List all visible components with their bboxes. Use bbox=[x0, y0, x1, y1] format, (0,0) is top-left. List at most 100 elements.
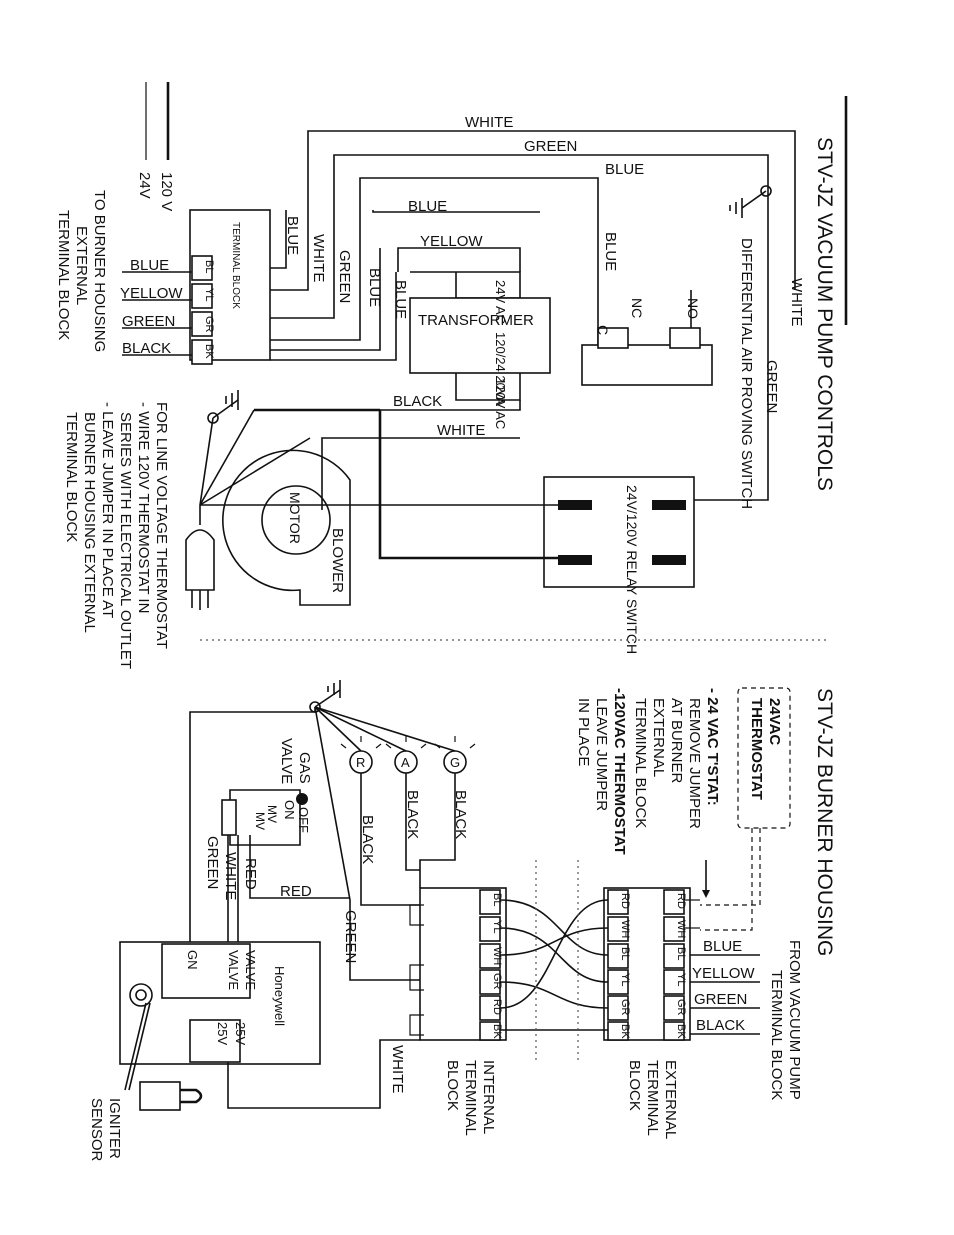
from-wire-blue: BLUE bbox=[703, 938, 742, 955]
thermostat-label-2: THERMOSTAT bbox=[748, 698, 765, 800]
tb-term-bk: BK bbox=[203, 344, 215, 359]
tb-wire-blue: BLUE bbox=[284, 216, 301, 255]
label-white-transformer: WHITE bbox=[437, 422, 485, 439]
switch-no: NO bbox=[685, 298, 701, 319]
burner-note-5: TERMINAL BLOCK bbox=[632, 698, 649, 828]
label-black-2: BLACK bbox=[404, 790, 421, 839]
terminal-block-title: TERMINAL BLOCK bbox=[230, 222, 241, 309]
label-black-3: BLACK bbox=[359, 815, 376, 864]
int-caption-c: BLOCK bbox=[444, 1060, 461, 1111]
valve-off: OFF bbox=[296, 807, 311, 833]
lamp-g-label: G bbox=[450, 755, 460, 770]
igniter-label-1: IGNITER bbox=[106, 1098, 123, 1159]
valve-knob-icon bbox=[296, 793, 308, 805]
indicator-lamps: G A R BLACK BLACK BLACK bbox=[340, 736, 476, 906]
ext-wire-black: BLACK bbox=[122, 340, 171, 357]
ground-terminal-icon bbox=[760, 185, 772, 197]
legend-120v: 120 V bbox=[158, 172, 175, 211]
ext-caption-3: TERMINAL BLOCK bbox=[55, 210, 72, 340]
ext-term-wh: WH bbox=[675, 920, 687, 938]
vacuum-terminal-block: TERMINAL BLOCK BLUE WHITE GREEN BLUE BLU… bbox=[55, 190, 409, 365]
from-wire-yellow: YELLOW bbox=[692, 965, 755, 982]
valve-mv2: MV bbox=[253, 812, 267, 830]
label-black: BLACK bbox=[393, 393, 442, 410]
int-term-gr: GR bbox=[491, 973, 503, 990]
ext-wire-green: GREEN bbox=[122, 313, 175, 330]
label-blue-mid: BLUE bbox=[408, 198, 447, 215]
note-2: - WIRE 120V THERMOSTAT IN bbox=[135, 402, 152, 613]
from-caption-2: TERMINAL BLOCK bbox=[768, 970, 785, 1100]
tb-wire-blue3: BLUE bbox=[392, 280, 409, 319]
hw-gn: GN bbox=[185, 950, 200, 970]
int-caption-b: TERMINAL bbox=[462, 1060, 479, 1136]
ext-term-left-gr: GR bbox=[619, 999, 631, 1016]
label-white-top: WHITE bbox=[465, 114, 513, 131]
interconnect-wires bbox=[499, 860, 700, 1060]
burner-note-6: -120VAC THERMOSTAT bbox=[611, 688, 628, 855]
relay-switch: 24V/120V RELAY SWITCH bbox=[254, 400, 695, 654]
label-blue-switch: BLUE bbox=[602, 232, 619, 271]
switch-label: DIFFERENTIAL AIR PROVING SWITCH bbox=[738, 238, 755, 509]
thermostat-label-1: 24VAC bbox=[766, 698, 783, 745]
switch-nc: NC bbox=[629, 298, 645, 318]
igniter-terminal-icon bbox=[129, 983, 153, 1007]
label-red-valve: RED bbox=[242, 858, 259, 890]
igniter-label-2: SENSOR bbox=[88, 1098, 105, 1162]
burner-note-8: IN PLACE bbox=[575, 698, 592, 766]
igniter-sensor: IGNITER SENSOR bbox=[88, 1081, 203, 1162]
ext-caption-b: TERMINAL bbox=[644, 1060, 661, 1136]
switch-c: C bbox=[595, 325, 611, 335]
ext-wire-blue: BLUE bbox=[130, 257, 169, 274]
int-term-yl: YL bbox=[491, 920, 503, 933]
internal-terminal-block: BL YL WH GR RD BK INTERNAL TERMINAL BLOC… bbox=[409, 887, 507, 1136]
ext-term-left-bk: BK bbox=[619, 1024, 631, 1039]
hw-valve-2: VALVE bbox=[226, 950, 241, 990]
int-term-bl: BL bbox=[491, 893, 503, 906]
ext-term-bl: BL bbox=[675, 947, 687, 960]
valve-mv1: MV bbox=[265, 805, 279, 823]
burner-note-2: REMOVE JUMPER bbox=[686, 698, 703, 829]
hw-25v-2: 25V bbox=[215, 1022, 230, 1045]
burner-title: STV-JZ BURNER HOUSING bbox=[813, 688, 836, 956]
tb-wire-white: WHITE bbox=[310, 234, 327, 282]
note-6: TERMINAL BLOCK bbox=[63, 412, 80, 542]
hw-25v-1: 25V bbox=[233, 1022, 248, 1045]
honeywell-label: Honeywell bbox=[272, 966, 287, 1026]
tb-term-yl: YL bbox=[203, 288, 215, 301]
motor-icon bbox=[261, 485, 331, 555]
transformer-rating: 120/24 20VA bbox=[493, 332, 508, 407]
air-proving-switch: DIFFERENTIAL AIR PROVING SWITCH NC NO C bbox=[581, 238, 755, 509]
tb-term-bl: BL bbox=[203, 260, 215, 273]
tb-wire-green: GREEN bbox=[336, 250, 353, 303]
gas-valve-label-2: VALVE bbox=[278, 738, 295, 784]
ext-caption-a: EXTERNAL bbox=[662, 1060, 679, 1139]
transformer-120vac: 120V AC bbox=[493, 378, 508, 429]
thermostat-box bbox=[737, 687, 791, 829]
ext-caption-c: BLOCK bbox=[626, 1060, 643, 1111]
int-term-wh: WH bbox=[491, 947, 503, 965]
note-4: - LEAVE JUMPER IN PLACE AT bbox=[99, 402, 116, 618]
blower-motor: MOTOR BLOWER bbox=[222, 449, 351, 606]
note-5: BURNER HOUSING EXTERNAL bbox=[81, 412, 98, 633]
valve-on: ON bbox=[282, 800, 297, 820]
transformer-label: TRANSFORMER bbox=[418, 312, 534, 329]
from-caption-1: FROM VACUUM PUMP bbox=[786, 940, 803, 1100]
burner-note-1: - 24 VAC T'STAT: bbox=[704, 688, 721, 806]
hw-valve-1: VALVE bbox=[243, 950, 258, 990]
from-wire-green: GREEN bbox=[694, 991, 747, 1008]
gas-valve: GAS VALVE OFF ON MV MV RED WHITE GREEN R… bbox=[204, 738, 350, 948]
ext-caption-2: EXTERNAL bbox=[73, 226, 90, 305]
int-caption-a: INTERNAL bbox=[480, 1060, 497, 1134]
tb-wire-blue2: BLUE bbox=[366, 268, 383, 307]
gas-valve-label-1: GAS bbox=[296, 752, 313, 784]
label-green-top: GREEN bbox=[524, 138, 577, 155]
power-cord bbox=[185, 390, 311, 610]
note-3: SERIES WITH ELECTRICAL OUTLET bbox=[117, 412, 134, 669]
line-voltage-notes: FOR LINE VOLTAGE THERMOSTAT - WIRE 120V … bbox=[63, 402, 170, 669]
tb-terminals: BL YL GR BK bbox=[191, 255, 215, 365]
label-black-1: BLACK bbox=[452, 790, 469, 839]
ext-term-left-wh: WH bbox=[619, 920, 631, 938]
label-yellow: YELLOW bbox=[420, 233, 483, 250]
